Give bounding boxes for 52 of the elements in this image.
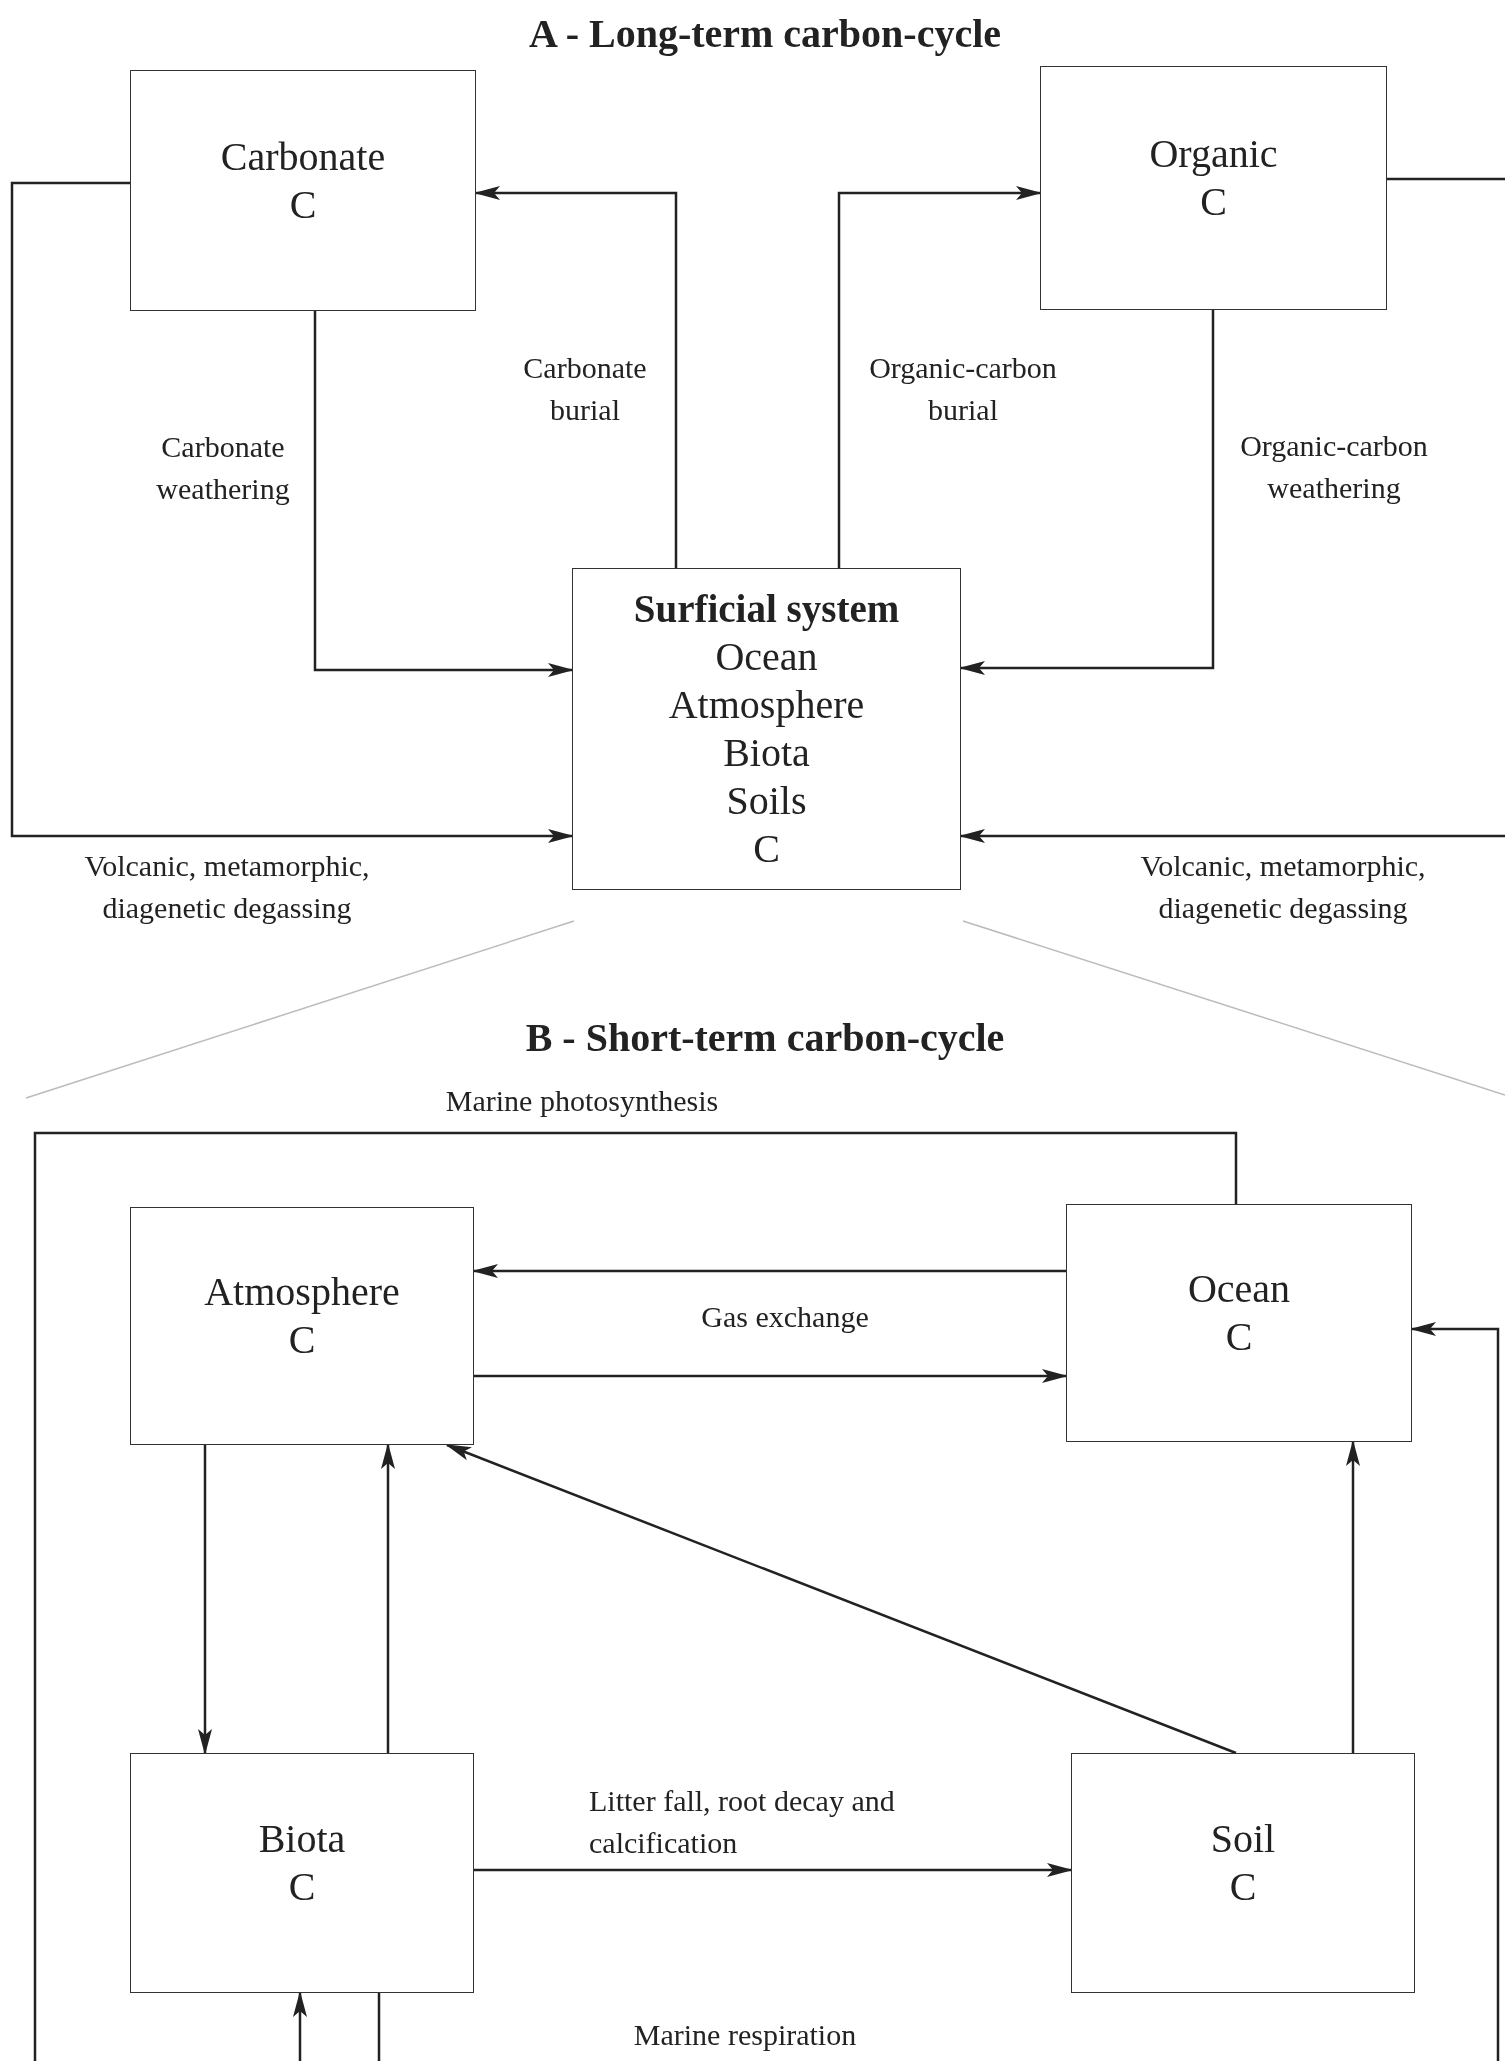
edge-label: Organic-carbon burial	[868, 350, 1058, 428]
edge-label: Volcanic, metamorphic, diagenetic degassing	[1139, 848, 1427, 926]
edge-label: Carbonate weathering	[155, 429, 291, 507]
box-text: C	[288, 1316, 316, 1364]
arrow	[1410, 1322, 1500, 2061]
arrow	[837, 186, 1042, 568]
box-text: C	[289, 180, 317, 229]
box-text: Atmosphere	[204, 1268, 400, 1316]
process-box	[1071, 1753, 1415, 1993]
process-box	[1066, 1204, 1412, 1442]
arrow	[959, 177, 1505, 843]
arrow	[445, 1443, 1237, 1755]
process-box	[130, 1207, 474, 1445]
edge-label: Litter fall, root decay and calcification	[589, 1783, 896, 1861]
box-text: C	[1200, 178, 1227, 226]
box-text: Ocean	[1187, 1265, 1291, 1313]
arrow	[198, 1445, 212, 1755]
box-heading: Surficial system	[633, 586, 900, 633]
box-text: C	[753, 825, 780, 873]
box-text: Biota	[723, 729, 810, 777]
box-text: Carbonate	[220, 132, 386, 181]
section-title: B - Short-term carbon-cycle	[525, 1014, 1005, 1061]
edge-label: Carbonate burial	[522, 350, 648, 428]
arrow	[474, 1863, 1073, 1877]
process-box	[130, 1753, 474, 1993]
arrow	[959, 310, 1215, 675]
arrow	[293, 1991, 307, 2061]
diagram-title: A - Long-term carbon-cycle	[528, 10, 1002, 57]
box-text: Atmosphere	[668, 681, 865, 729]
arrow	[472, 1264, 1066, 1278]
process-box	[572, 568, 961, 890]
box-text: Biota	[258, 1815, 346, 1863]
process-box	[1040, 66, 1387, 310]
box-text: Ocean	[715, 633, 818, 681]
edge-label: Gas exchange	[700, 1299, 870, 1335]
arrow	[1346, 1440, 1360, 1753]
arrow	[10, 181, 574, 843]
edge-label: Volcanic, metamorphic, diagenetic degassing	[83, 848, 371, 926]
box-text: C	[1229, 1863, 1257, 1911]
flow-label: Marine respiration	[632, 2017, 858, 2053]
edge-label: Organic-carbon weathering	[1239, 428, 1429, 506]
box-text: Soil	[1210, 1815, 1276, 1863]
box-text: C	[1225, 1313, 1253, 1361]
arrow	[313, 311, 574, 677]
box-text: Soils	[726, 777, 807, 825]
arrow	[381, 1443, 395, 1753]
arrow	[474, 186, 678, 568]
box-text: Organic	[1149, 130, 1278, 178]
arrow	[474, 1369, 1068, 1383]
edge-label: Marine photosynthesis	[444, 1083, 720, 1119]
process-box	[130, 70, 476, 311]
box-text: C	[288, 1863, 316, 1911]
